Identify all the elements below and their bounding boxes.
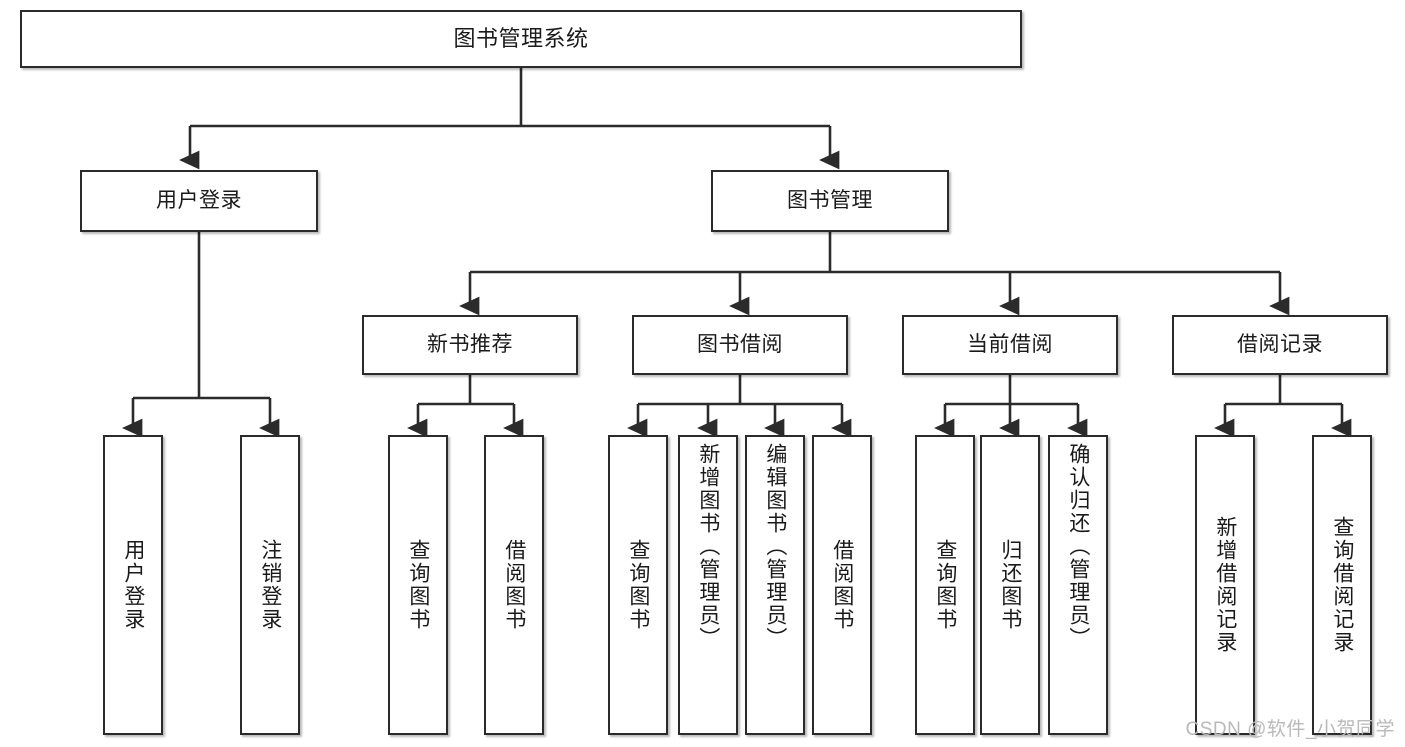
leaf-current-borrow-query[interactable]: 查询图书	[915, 435, 975, 735]
node-label: 用户登录	[156, 188, 242, 212]
leaf-new-book-borrow[interactable]: 借阅图书	[484, 435, 544, 735]
node-label: 用户登录	[121, 539, 145, 631]
leaf-borrow-record-add[interactable]: 新增借阅记录	[1195, 435, 1255, 735]
node-label: 新书推荐	[427, 332, 513, 356]
leaf-borrow-record-query[interactable]: 查询借阅记录	[1312, 435, 1372, 735]
leaf-current-borrow-confirm-return[interactable]: 确认归还（管理员）	[1048, 435, 1108, 735]
node-borrow-record[interactable]: 借阅记录	[1172, 315, 1388, 375]
node-label: 查询图书	[626, 539, 650, 631]
node-label: 新增图书（管理员）	[696, 443, 720, 650]
node-label: 图书借阅	[697, 332, 783, 356]
node-label: 当前借阅	[967, 332, 1053, 356]
node-current-borrow[interactable]: 当前借阅	[902, 315, 1118, 375]
node-label: 查询借阅记录	[1330, 516, 1354, 654]
node-label: 查询图书	[933, 539, 957, 631]
node-label: 借阅记录	[1237, 332, 1323, 356]
node-label: 图书管理系统	[453, 26, 589, 52]
watermark-text: CSDN @软件_小贺同学	[1185, 719, 1395, 740]
leaf-book-borrow-lend[interactable]: 借阅图书	[812, 435, 872, 735]
node-label: 注销登录	[258, 539, 282, 631]
node-root-system[interactable]: 图书管理系统	[20, 10, 1022, 68]
node-label: 编辑图书（管理员）	[763, 443, 787, 650]
node-label: 确认归还（管理员）	[1066, 443, 1090, 650]
leaf-new-book-query[interactable]: 查询图书	[388, 435, 448, 735]
leaf-current-borrow-return[interactable]: 归还图书	[980, 435, 1040, 735]
node-label: 借阅图书	[830, 539, 854, 631]
node-label: 归还图书	[998, 539, 1022, 631]
node-label: 借阅图书	[502, 539, 526, 631]
leaf-book-borrow-edit[interactable]: 编辑图书（管理员）	[745, 435, 805, 735]
node-book-borrow[interactable]: 图书借阅	[632, 315, 848, 375]
leaf-book-borrow-add[interactable]: 新增图书（管理员）	[678, 435, 738, 735]
node-label: 新增借阅记录	[1213, 516, 1237, 654]
leaf-book-borrow-query[interactable]: 查询图书	[608, 435, 668, 735]
node-new-book-recommend[interactable]: 新书推荐	[362, 315, 578, 375]
node-label: 查询图书	[406, 539, 430, 631]
node-label: 图书管理	[787, 188, 873, 212]
leaf-user-login-signout[interactable]: 注销登录	[240, 435, 300, 735]
node-user-login[interactable]: 用户登录	[80, 170, 318, 232]
leaf-user-login-signin[interactable]: 用户登录	[103, 435, 163, 735]
node-book-management[interactable]: 图书管理	[711, 170, 949, 232]
